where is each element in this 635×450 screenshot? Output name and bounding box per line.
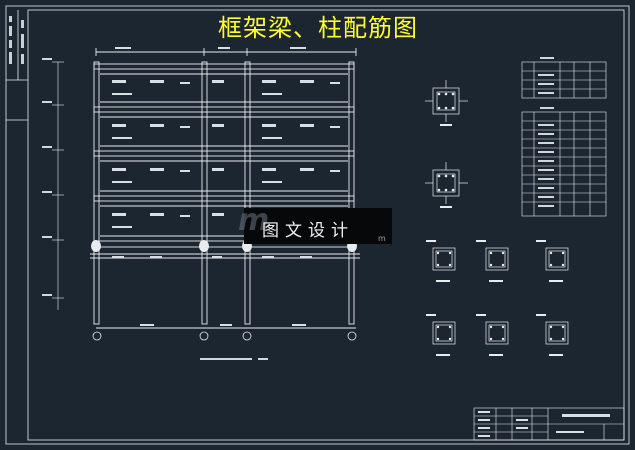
elevation-scale [52, 61, 64, 310]
section-details [425, 80, 569, 345]
section-rebar-dots [426, 92, 565, 356]
rebar-table-1 [521, 61, 607, 99]
margin-strip-marks [9, 16, 24, 64]
drawing-title: 框架梁、柱配筋图 [218, 14, 418, 42]
watermark-box [244, 208, 392, 244]
rebar-table-2 [521, 111, 607, 217]
watermark-text: 图文设计 [262, 221, 354, 241]
table-cell-marks [538, 57, 554, 207]
drawing-border [5, 5, 630, 445]
title-block-text [478, 411, 610, 437]
title-block [473, 407, 625, 441]
elevation-labels [42, 58, 52, 296]
watermark-suffix: m [378, 234, 386, 243]
axis-bubbles [92, 331, 357, 341]
watermark-logo-icon: m [238, 203, 270, 238]
elevation-caption [200, 358, 268, 360]
